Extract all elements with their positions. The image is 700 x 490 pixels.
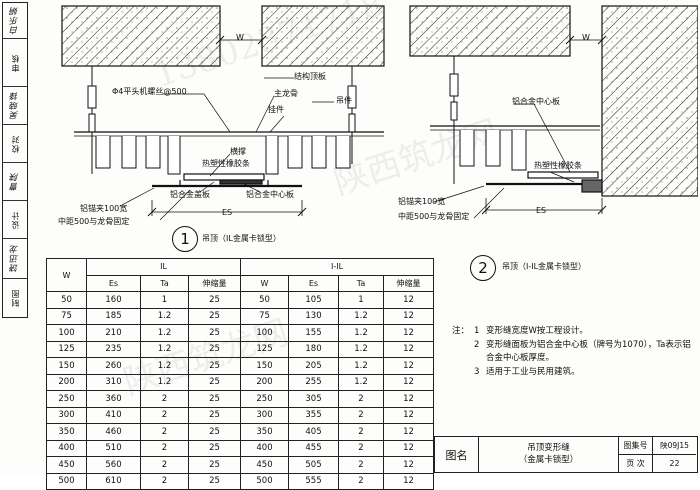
atlas-label: 图集号 (619, 437, 653, 455)
signature-role: 校对 (3, 125, 27, 163)
page-label: 页 次 (619, 454, 653, 472)
dimension-w-2: W (582, 33, 590, 42)
detail-linework (61, 5, 698, 221)
detail-drawings: W ES 结构顶板 Φ4平头机螺丝@500 主龙骨 吊件 挂件 横撑 热塑性橡胶… (34, 4, 698, 256)
header-es-2: Es (288, 274, 339, 292)
header-expansion-2: 伸缩量 (383, 274, 434, 292)
page-value: 22 (669, 458, 680, 468)
title-name-label: 图名 (435, 437, 479, 472)
detail-1-leaders (119, 77, 334, 221)
label-ridge: 横撑 (230, 147, 246, 156)
label-center-plate: 铝合金中心板 (246, 190, 294, 199)
signature-cell: 吴晓锋 (3, 87, 27, 125)
header-expansion: 伸缩量 (188, 274, 241, 292)
label-screw: Φ4平头机螺丝@500 (112, 87, 187, 96)
signature-column: 白乐娟 审核 吴晓锋 校对 曹陕 设计 饶迅龙 制图 (2, 2, 28, 318)
note-item: 2 变形缝面板为铝合金中心板（牌号为1070），Ta表示铝合金中心板厚度。 (452, 339, 692, 366)
label-clamp: 铝锚夹100宽 (80, 204, 128, 213)
detail-1-panels (95, 136, 351, 175)
signature-role: 制图 (10, 289, 20, 307)
note-number: 3 (474, 366, 480, 377)
note-text: 变形缝面板为铝合金中心板（牌号为1070），Ta表示铝合金中心板厚度。 (486, 339, 691, 364)
detail-1-caption: 吊顶（IL金属卡锁型） (202, 234, 281, 243)
label-cover: 铝合金盖板 (170, 190, 210, 199)
note-text: 变形缝宽度W按工程设计。 (486, 326, 588, 336)
note-text: 适用于工业与民用建筑。 (486, 366, 580, 377)
drawing-title-line2: （金属卡锁型） (518, 454, 579, 465)
label-clamp-2: 铝锚夹100宽 (398, 197, 446, 206)
label-spacing-2: 中距500与龙骨固定 (398, 212, 470, 221)
note-item: 3 适用于工业与民用建筑。 (452, 366, 692, 380)
signature-cell: 曹陕 (3, 163, 27, 201)
detail-1-joint (152, 173, 302, 188)
notes-heading: 注： (452, 326, 470, 336)
label-rubber: 热塑性橡胶条 (202, 159, 250, 168)
detail-number-1: 1 (172, 226, 198, 252)
atlas-value: 陕09J15 (653, 437, 696, 455)
detail-number-2: 2 (470, 255, 496, 281)
header-w-2: W (240, 274, 289, 292)
group-iil: I-IL (240, 258, 434, 276)
label-center-plate-2: 铝合金中心板 (512, 97, 560, 106)
label-hanger: 吊件 (336, 96, 352, 105)
drawing-title: 吊顶变形缝 （金属卡锁型） (479, 437, 619, 472)
header-ta: Ta (140, 274, 189, 292)
header-w: W (46, 258, 87, 292)
signature-cell: 饶迅龙 (3, 239, 27, 279)
detail-2-hanger (449, 56, 459, 184)
drawing-title-line1: 吊顶变形缝 (527, 443, 570, 454)
label-spacing: 中距500与龙骨固定 (58, 217, 130, 226)
dimension-es: ES (222, 208, 233, 217)
detail-2-caption: 吊顶（I-IL金属卡锁型） (502, 262, 587, 271)
dimension-es-2: ES (536, 206, 547, 215)
note-number: 2 (474, 339, 480, 350)
detail-1-hangers (87, 66, 357, 174)
detail-2-panels (459, 130, 527, 171)
dimension-w: W (236, 33, 244, 42)
detail-2-joint (486, 171, 603, 193)
detail-1-slabs (61, 5, 385, 67)
signature-role: 审核 (3, 39, 27, 87)
notes: 注： 1 变形缝宽度W按工程设计。 2 变形缝面板为铝合金中心板（牌号为1070… (452, 325, 692, 379)
signature-cell: 白乐娟 (3, 3, 27, 39)
label-rubber-2: 热塑性橡胶条 (534, 161, 582, 170)
label-structure-top: 结构顶板 (294, 72, 326, 81)
title-block: 图名 吊顶变形缝 （金属卡锁型） 图集号 陕09J15 页 次 22 (434, 436, 698, 473)
note-item: 注： 1 变形缝宽度W按工程设计。 (452, 325, 692, 339)
label-main-keel: 主龙骨 (274, 89, 298, 98)
note-number: 1 (474, 326, 480, 336)
header-ta-2: Ta (338, 274, 384, 292)
group-il: IL (86, 258, 241, 276)
detail-2-leaders (433, 103, 575, 219)
signature-role: 设计 (3, 201, 27, 239)
detail-2-slabs (409, 5, 698, 197)
label-hook: 挂件 (268, 105, 284, 114)
header-es: Es (86, 274, 141, 292)
